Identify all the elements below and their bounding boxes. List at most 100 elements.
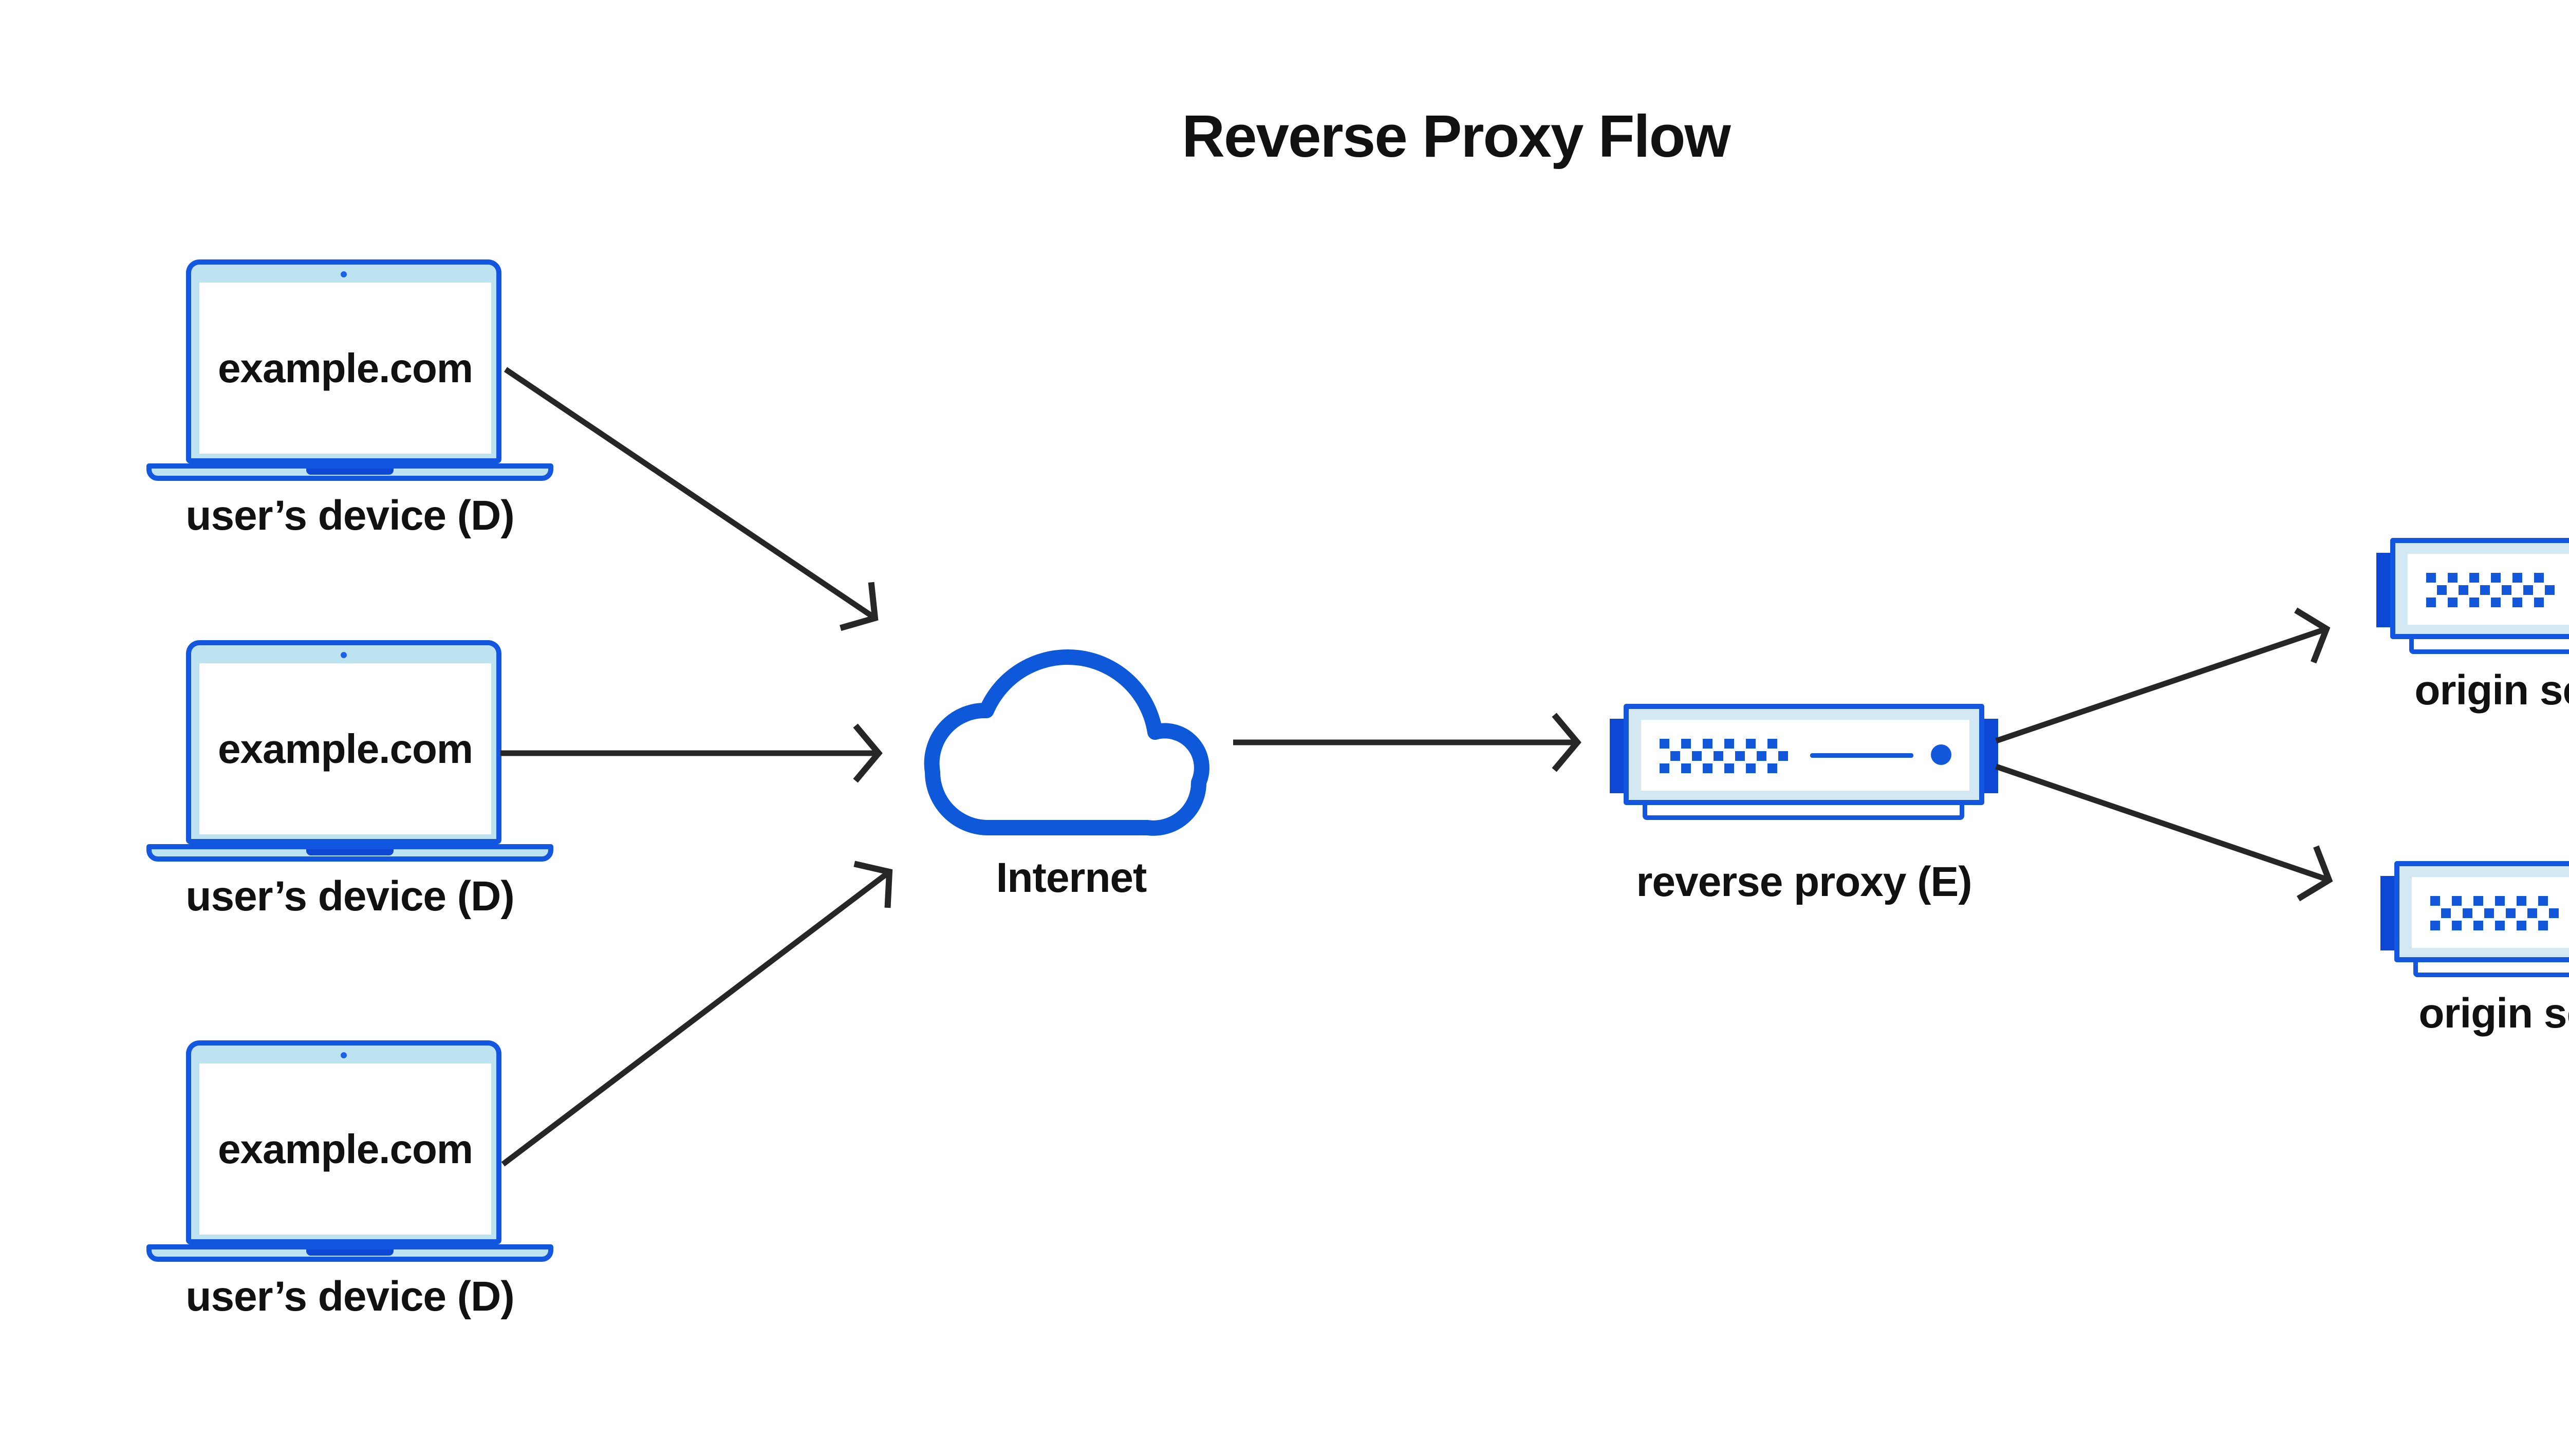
flow-arrow — [1233, 713, 1581, 772]
laptop-screen: example.com — [199, 1063, 491, 1235]
vent-dot — [2452, 921, 2462, 930]
vent-dot — [1757, 751, 1766, 761]
vent-dot — [2430, 921, 2440, 930]
user-device-node-1: example.com user’s device (D) — [146, 259, 553, 547]
camera-dot-icon — [341, 1052, 347, 1058]
vent-dot — [2534, 598, 2544, 607]
vent-dot — [2502, 585, 2511, 595]
server-panel — [1641, 720, 1969, 791]
vent-dot — [2517, 921, 2526, 930]
vent-dot — [1681, 763, 1691, 773]
vent-dot — [2448, 573, 2458, 583]
flow-arrow — [501, 861, 893, 1167]
origin-server-label: origin server (F) — [2418, 990, 2569, 1037]
origin-server-node-2: origin server (F) — [2380, 861, 2569, 1077]
user-device-node-2: example.com user’s device (D) — [146, 640, 553, 928]
vent-dot — [2437, 585, 2447, 595]
vent-dot — [2459, 585, 2468, 595]
vent-dot — [2495, 921, 2505, 930]
device-screen-text: example.com — [218, 1126, 473, 1172]
reverse-proxy-label: reverse proxy (E) — [1636, 858, 1972, 905]
vent-dot — [2491, 573, 2501, 583]
laptop-icon: example.com — [186, 1040, 501, 1244]
vent-dot — [2426, 573, 2436, 583]
device-screen-text: example.com — [218, 725, 473, 772]
server-icon — [1624, 704, 1984, 805]
origin-server-label: origin server (F) — [2414, 667, 2569, 714]
flow-arrow — [1995, 607, 2331, 744]
diagram-title: Reverse Proxy Flow — [1182, 103, 1731, 170]
laptop-base — [146, 844, 553, 862]
vent-dot — [2484, 908, 2494, 918]
vent-dot — [2480, 585, 2490, 595]
vent-dot — [2491, 598, 2501, 607]
vent-dot — [2517, 896, 2526, 906]
vent-dot — [2512, 598, 2522, 607]
vent-dot — [2506, 908, 2516, 918]
flow-arrow — [1995, 763, 2333, 902]
server-slot-line — [1810, 753, 1913, 758]
vent-dot — [2441, 908, 2451, 918]
device-label: user’s device (D) — [185, 873, 514, 920]
vent-dot — [2426, 598, 2436, 607]
laptop-base — [146, 1244, 553, 1262]
vent-dot — [2473, 896, 2483, 906]
device-screen-text: example.com — [218, 345, 473, 391]
vent-dot — [2430, 896, 2440, 906]
vent-dot — [2469, 598, 2479, 607]
laptop-base — [146, 463, 553, 481]
vent-dot — [2523, 585, 2533, 595]
server-tab-left — [2380, 876, 2394, 950]
laptop-icon: example.com — [186, 259, 501, 463]
device-label: user’s device (D) — [185, 1273, 514, 1320]
laptop-hinge-notch — [306, 1249, 394, 1256]
vent-dot — [2495, 896, 2505, 906]
vent-dot — [1778, 751, 1788, 761]
vent-dot — [1670, 751, 1680, 761]
vent-dot — [1660, 763, 1669, 773]
vent-dot — [2463, 908, 2472, 918]
vent-dot — [2545, 585, 2555, 595]
server-icon — [2394, 861, 2569, 962]
internet-node — [914, 646, 1215, 837]
vent-dot — [1714, 751, 1723, 761]
vent-dot — [2538, 896, 2548, 906]
laptop-icon: example.com — [186, 640, 501, 844]
vent-dot — [2527, 908, 2537, 918]
vent-dot — [1703, 763, 1712, 773]
vent-dot — [2469, 573, 2479, 583]
laptop-screen: example.com — [199, 663, 491, 834]
vent-dot — [1692, 751, 1702, 761]
internet-label: Internet — [996, 854, 1147, 901]
vent-dot — [2538, 921, 2548, 930]
server-icon — [2390, 538, 2569, 639]
origin-server-node-1: origin server (F) — [2376, 538, 2569, 754]
vent-dot — [1660, 739, 1669, 749]
vent-dot — [2452, 896, 2462, 906]
user-device-node-3: example.com user’s device (D) — [146, 1040, 553, 1328]
camera-dot-icon — [341, 271, 347, 277]
device-label: user’s device (D) — [185, 492, 514, 539]
vent-dot — [2448, 598, 2458, 607]
laptop-hinge-notch — [306, 469, 394, 475]
server-tab-right — [1984, 719, 1998, 793]
vent-dot — [2549, 908, 2559, 918]
server-tab-left — [1610, 719, 1624, 793]
vent-dot — [1703, 739, 1712, 749]
vent-dot — [1767, 763, 1777, 773]
vent-dot — [1767, 739, 1777, 749]
server-tab-left — [2376, 553, 2390, 627]
vent-dot — [1746, 739, 1756, 749]
cloud-icon — [924, 649, 1209, 836]
vent-dot — [1724, 763, 1734, 773]
vent-dot — [1746, 763, 1756, 773]
vent-dot — [2512, 573, 2522, 583]
vent-dot — [2534, 573, 2544, 583]
laptop-hinge-notch — [306, 849, 394, 855]
flow-arrow — [500, 723, 883, 783]
server-led-icon — [1931, 744, 1951, 765]
vent-dot — [1681, 739, 1691, 749]
vent-dot — [2473, 921, 2483, 930]
laptop-screen: example.com — [199, 283, 491, 454]
